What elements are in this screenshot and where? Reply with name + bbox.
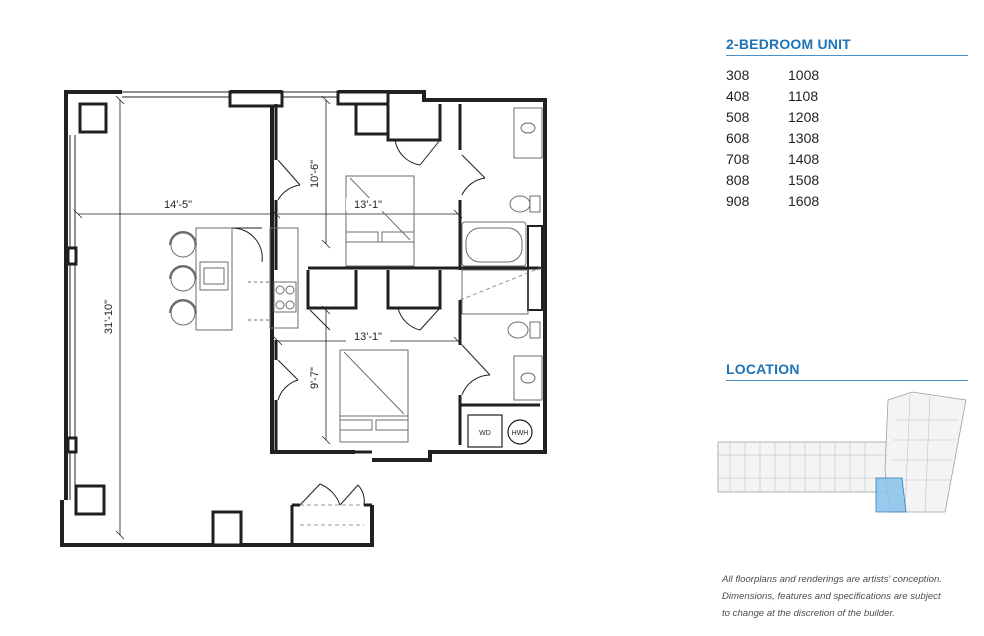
unit-number: 508 [726, 108, 750, 125]
unit-row: 308 1008 [726, 64, 866, 85]
disclaimer-line: All floorplans and renderings are artist… [722, 574, 942, 585]
disclaimer: All floorplans and renderings are artist… [722, 571, 972, 622]
doors [231, 139, 491, 506]
unit-number: 608 [726, 129, 750, 146]
unit-number: 808 [726, 171, 750, 188]
bedroom1-length-dimension: 10'-6" [309, 160, 321, 188]
unit-row: 508 1208 [726, 106, 866, 127]
unit-number: 1408 [788, 150, 820, 167]
location-key-plan [717, 391, 967, 513]
bedroom2-length-dimension: 9'-7" [309, 367, 321, 389]
bathroom2-fixtures [461, 269, 543, 401]
unit-number: 708 [726, 150, 750, 167]
unit-number: 1008 [788, 66, 820, 83]
washer-dryer-label: WD [479, 430, 491, 437]
living-width-dimension: 14'-5" [164, 199, 192, 211]
unit-row: 708 1408 [726, 148, 866, 169]
disclaimer-line: Dimensions, features and specifications … [722, 591, 941, 602]
living-length-dimension: 31'-10" [103, 300, 115, 334]
unit-row: 408 1108 [726, 85, 866, 106]
location-heading: LOCATION [726, 361, 968, 381]
unit-number: 1308 [788, 129, 820, 146]
unit-location-highlight [875, 477, 907, 513]
unit-number: 908 [726, 192, 750, 209]
bedroom1-width-dimension: 13'-1" [354, 199, 382, 211]
interior-walls [274, 104, 543, 545]
unit-row: 808 1508 [726, 169, 866, 190]
bedroom2-width-dimension: 13'-1" [354, 331, 382, 343]
bathroom1-fixtures [461, 107, 543, 267]
water-heater-label: HWH [512, 430, 529, 437]
unit-heading: 2-BEDROOM UNIT [726, 36, 968, 56]
unit-row: 608 1308 [726, 127, 866, 148]
unit-number: 408 [726, 87, 750, 104]
disclaimer-line: to change at the discretion of the build… [722, 608, 895, 619]
exterior-walls [60, 90, 547, 547]
unit-number: 1208 [788, 108, 820, 125]
dimension-lines [73, 95, 463, 540]
unit-number: 1108 [788, 87, 819, 104]
bedroom1-bed [345, 175, 415, 267]
unit-number: 1508 [788, 171, 820, 188]
unit-number: 1608 [788, 192, 820, 209]
unit-number: 308 [726, 66, 750, 83]
structural-columns [66, 90, 390, 547]
bedroom2-bed [339, 349, 409, 443]
unit-row: 908 1608 [726, 190, 866, 211]
laundry-fixtures [467, 414, 533, 448]
kitchen-fixtures [169, 227, 299, 331]
